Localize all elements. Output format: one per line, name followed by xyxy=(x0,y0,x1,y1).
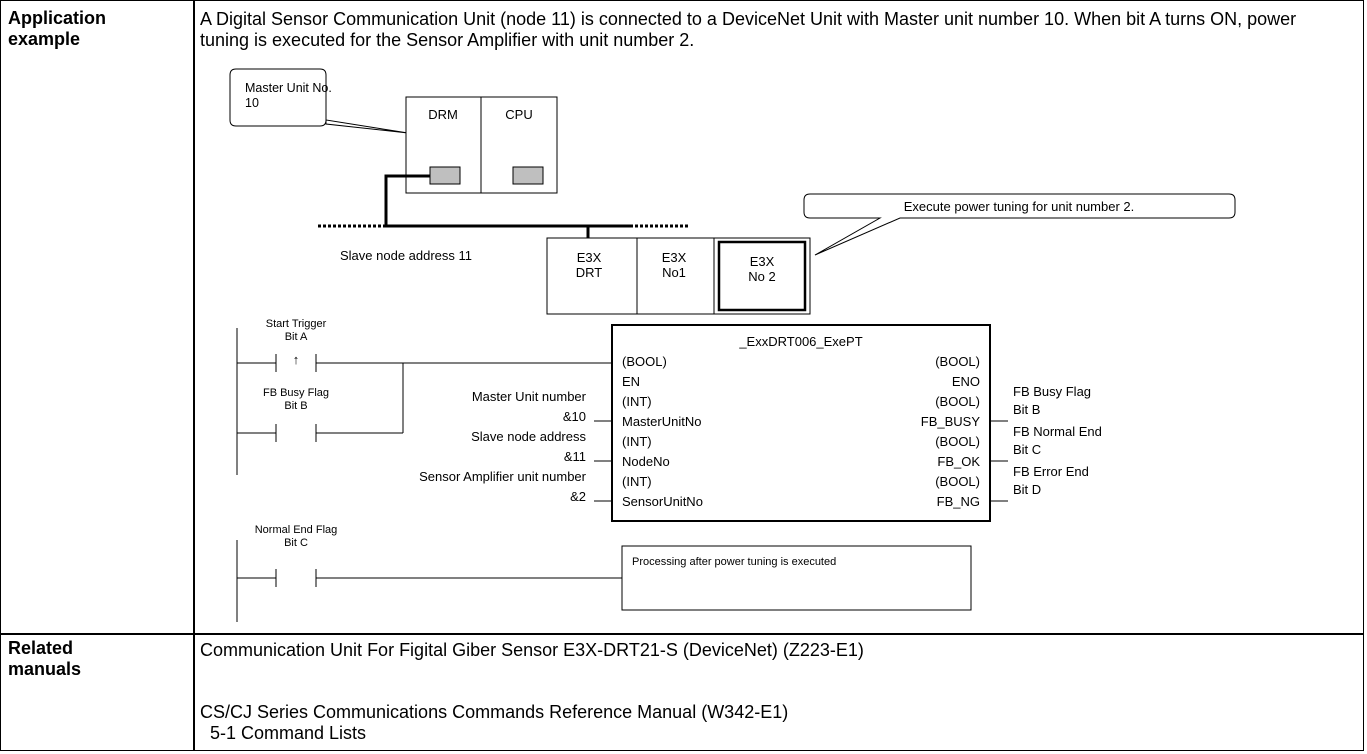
input-sensor-amp-label: Sensor Amplifier unit number xyxy=(419,469,587,484)
pin-en-type: (BOOL) xyxy=(622,354,667,369)
master-callout-line1: Master Unit No. xyxy=(245,81,332,95)
start-trigger-line2: Bit A xyxy=(285,331,308,343)
normal-end-line1: Normal End Flag xyxy=(255,524,338,536)
pin-eno-type: (BOOL) xyxy=(935,354,980,369)
pin-sensorunitno-type: (INT) xyxy=(622,474,652,489)
normal-end-line2: Bit C xyxy=(284,537,308,549)
processing-box xyxy=(621,545,972,611)
drm-label: DRM xyxy=(428,107,458,122)
input-slave-node-value: &11 xyxy=(564,449,586,464)
pin-sensorunitno-name: SensorUnitNo xyxy=(622,494,703,509)
function-block-name: _ExxDRT006_ExePT xyxy=(738,334,862,349)
rising-edge-symbol: ↑ xyxy=(293,352,300,367)
pin-masterunitno-type: (INT) xyxy=(622,394,652,409)
application-label-line1: Application xyxy=(8,8,106,28)
output-error-end-label: FB Error End xyxy=(1013,464,1089,479)
output-busy-label: FB Busy Flag xyxy=(1013,384,1091,399)
execute-callout-bubble xyxy=(803,193,1236,256)
pin-fb-ok-name: FB_OK xyxy=(937,454,980,469)
related-manual-1: Communication Unit For Figital Giber Sen… xyxy=(200,640,864,660)
function-block xyxy=(611,324,991,522)
pin-fb-busy-type: (BOOL) xyxy=(935,394,980,409)
pin-masterunitno-name: MasterUnitNo xyxy=(622,414,701,429)
input-sensor-amp-value: &2 xyxy=(570,489,586,504)
pin-nodeno-name: NodeNo xyxy=(622,454,670,469)
slave-unit1-line1: E3X xyxy=(577,250,602,265)
application-label: Application example xyxy=(8,8,188,50)
input-master-unit-label: Master Unit number xyxy=(472,389,587,404)
pin-fb-busy-name: FB_BUSY xyxy=(921,414,981,429)
slave-unit3-line2: No 2 xyxy=(748,269,775,284)
application-label-line2: example xyxy=(8,29,81,49)
pin-fb-ng-type: (BOOL) xyxy=(935,474,980,489)
related-label-line2: manuals xyxy=(8,659,82,679)
output-normal-end-bit: Bit C xyxy=(1013,442,1041,457)
execute-callout-text: Execute power tuning for unit number 2. xyxy=(904,199,1135,214)
busy-contact-line2: Bit B xyxy=(284,400,307,412)
output-error-end-bit: Bit D xyxy=(1013,482,1041,497)
related-manual-2: CS/CJ Series Communications Commands Ref… xyxy=(200,702,789,722)
output-busy-bit: Bit B xyxy=(1013,402,1040,417)
drm-port xyxy=(429,166,461,185)
application-description: A Digital Sensor Communication Unit (nod… xyxy=(200,9,1297,50)
master-callout-line2: 10 xyxy=(245,96,259,110)
network-drop-master xyxy=(384,174,430,226)
row-divider xyxy=(0,633,1364,635)
slave-unit2-line2: No1 xyxy=(662,265,686,280)
slave-unit1-line2: DRT xyxy=(576,265,603,280)
pin-fb-ng-name: FB_NG xyxy=(937,494,980,509)
busy-contact-line1: FB Busy Flag xyxy=(263,387,329,399)
related-label-line1: Related xyxy=(8,638,74,658)
start-trigger-line1: Start Trigger xyxy=(266,318,327,330)
column-divider xyxy=(193,0,195,751)
slave-drt-unit xyxy=(546,237,638,315)
pin-en-name: EN xyxy=(622,374,640,389)
slave-node-label: Slave node address 11 xyxy=(340,248,472,263)
pin-eno-name: ENO xyxy=(952,374,980,389)
input-master-unit-value: &10 xyxy=(563,409,586,424)
cpu-port xyxy=(512,166,544,185)
slave-unit2-line1: E3X xyxy=(662,250,687,265)
related-label: Related manuals xyxy=(8,638,188,680)
slave-unit3-line1: E3X xyxy=(750,254,775,269)
slave-no2-unit-inner xyxy=(717,240,807,312)
input-slave-node-label: Slave node address xyxy=(471,429,586,444)
processing-box-text: Processing after power tuning is execute… xyxy=(632,556,836,568)
cpu-label: CPU xyxy=(505,107,532,122)
pin-nodeno-type: (INT) xyxy=(622,434,652,449)
related-manual-2-section: 5-1 Command Lists xyxy=(210,723,367,743)
master-callout-bubble xyxy=(229,68,409,134)
pin-fb-ok-type: (BOOL) xyxy=(935,434,980,449)
output-normal-end-label: FB Normal End xyxy=(1013,424,1102,439)
